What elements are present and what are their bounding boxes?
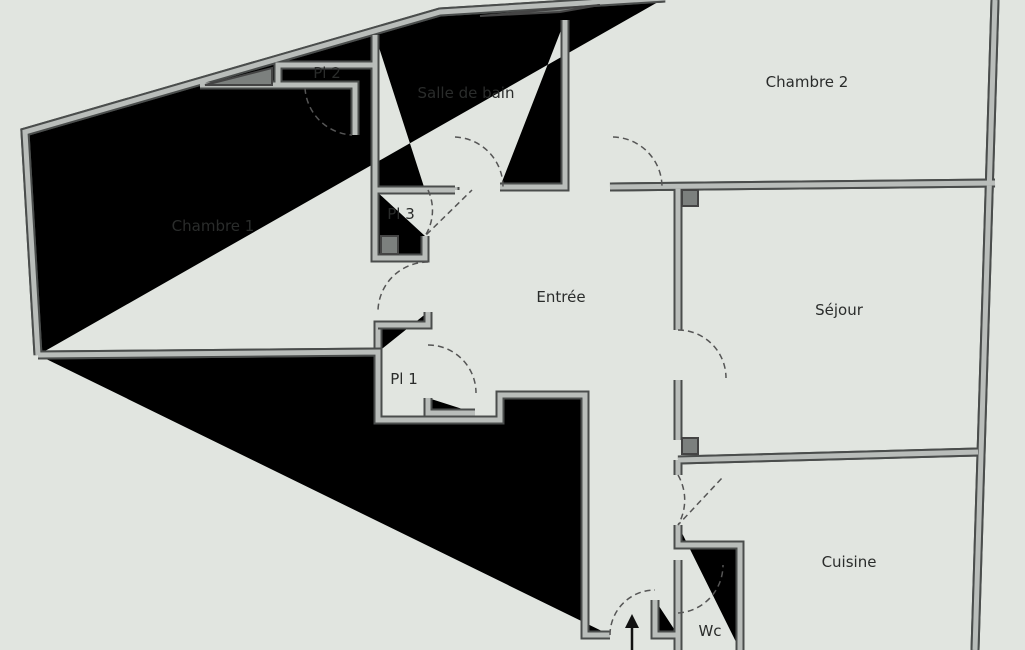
doors	[304, 87, 727, 636]
room-label-wc: Wc	[698, 622, 722, 640]
door-wc	[677, 564, 724, 614]
duct-sejour-top	[681, 189, 699, 207]
room-label-chambre-1: Chambre 1	[171, 217, 255, 235]
room-label-pl-3: Pl 3	[387, 205, 415, 223]
room-label-salle-de-bain: Salle de bain	[417, 84, 515, 102]
room-label-sejour: Séjour	[815, 301, 863, 319]
entrance-arrow	[625, 614, 639, 650]
closet-wedge	[204, 66, 273, 86]
door-pl2	[304, 87, 353, 136]
door-chambre-1	[377, 261, 429, 311]
duct-pl3	[380, 235, 399, 255]
door-chambre-2	[612, 136, 663, 188]
wall-strokes	[20, 0, 1000, 650]
ducts	[204, 4, 699, 455]
duct-sejour-bottom	[681, 437, 699, 455]
room-label-pl-2: Pl 2	[313, 64, 341, 82]
door-sejour	[677, 329, 727, 379]
walls	[25, 0, 995, 650]
room-label-cuisine: Cuisine	[821, 553, 877, 571]
door-cuisine	[677, 474, 723, 526]
top-wedge	[479, 4, 601, 17]
door-entrance	[609, 589, 656, 636]
room-label-chambre-2: Chambre 2	[765, 73, 849, 91]
room-label-pl-1: Pl 1	[390, 370, 418, 388]
door-pl3	[424, 189, 473, 237]
door-salle-de-bain	[454, 136, 504, 188]
room-label-entree: Entrée	[536, 288, 586, 306]
door-pl1	[427, 344, 477, 394]
